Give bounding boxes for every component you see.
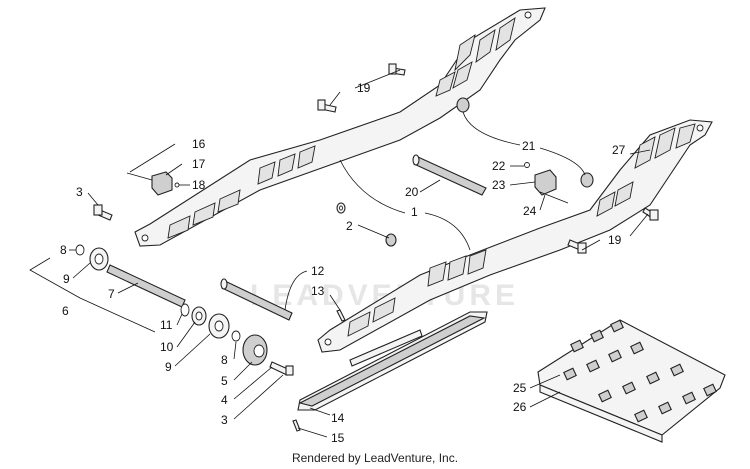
bolt-19-upper-a [388, 63, 406, 76]
callout-12: 12 [311, 264, 325, 278]
snap-ring-8-left [75, 244, 85, 256]
snap-ring-11 [180, 303, 190, 317]
callout-19-lower: 19 [608, 233, 622, 247]
bearing-9-right [208, 313, 230, 339]
spacer-10 [191, 306, 207, 326]
bolt-19-upper-b [317, 99, 337, 113]
clip-22 [524, 162, 530, 168]
wear-strip-14 [297, 311, 488, 411]
axle-7 [106, 264, 186, 308]
callout-16: 16 [192, 137, 206, 151]
cross-shaft-20 [412, 154, 487, 196]
callout-19-upper: 19 [357, 81, 371, 95]
block-17 [151, 171, 173, 196]
shaft-12 [220, 278, 293, 321]
bolt-19-lower-a [567, 239, 587, 254]
pin-24 [539, 191, 569, 204]
callout-27: 27 [612, 143, 626, 157]
callout-17: 17 [192, 157, 206, 171]
callout-11: 11 [160, 318, 173, 332]
callout-5: 5 [221, 374, 228, 388]
track-section [537, 319, 726, 443]
block-23 [534, 169, 557, 196]
callout-21: 21 [522, 139, 536, 153]
screw-15 [292, 419, 301, 432]
callout-18: 18 [192, 178, 206, 192]
rear-slide-rail [134, 7, 546, 247]
bushing-21-upper [456, 97, 470, 113]
screw-13 [336, 309, 346, 322]
wheel-5 [242, 334, 268, 366]
callout-6: 6 [62, 304, 69, 318]
callout-20: 20 [405, 185, 419, 199]
callout-13: 13 [311, 284, 325, 298]
callout-3-upper: 3 [76, 185, 83, 199]
pin-16 [126, 172, 153, 181]
callout-14: 14 [331, 411, 345, 425]
callout-25: 25 [513, 381, 527, 395]
clip-18 [174, 182, 180, 188]
bolt-19-lower-b [642, 207, 659, 221]
callout-10: 10 [160, 340, 174, 354]
callout-2: 2 [346, 219, 353, 233]
callout-9-right: 9 [165, 360, 172, 374]
callouts: 1 2 3 3 4 5 6 7 8 8 9 9 10 11 12 13 14 1… [60, 81, 626, 445]
callout-1: 1 [411, 205, 418, 219]
washer-2 [336, 202, 346, 214]
callout-9-left: 9 [63, 272, 70, 286]
callout-8-right: 8 [221, 353, 228, 367]
callout-23: 23 [492, 178, 506, 192]
callout-8-left: 8 [60, 243, 67, 257]
callout-24: 24 [523, 204, 537, 218]
leader-lines [29, 69, 651, 438]
footer-credit: Rendered by LeadVenture, Inc. [291, 451, 459, 465]
bushing-2 [385, 233, 397, 247]
bushing-21-lower [580, 172, 594, 188]
bolt-3-upper [93, 204, 113, 221]
callout-22: 22 [492, 159, 506, 173]
callout-26: 26 [513, 400, 527, 414]
front-slide-rail [317, 119, 713, 353]
snap-ring-8-right [231, 330, 241, 342]
callout-4: 4 [221, 393, 228, 407]
callout-3-lower: 3 [221, 413, 228, 427]
callout-15: 15 [331, 431, 345, 445]
callout-7: 7 [108, 287, 115, 301]
bearing-9-left [89, 247, 109, 271]
bolt-4 [269, 361, 294, 376]
